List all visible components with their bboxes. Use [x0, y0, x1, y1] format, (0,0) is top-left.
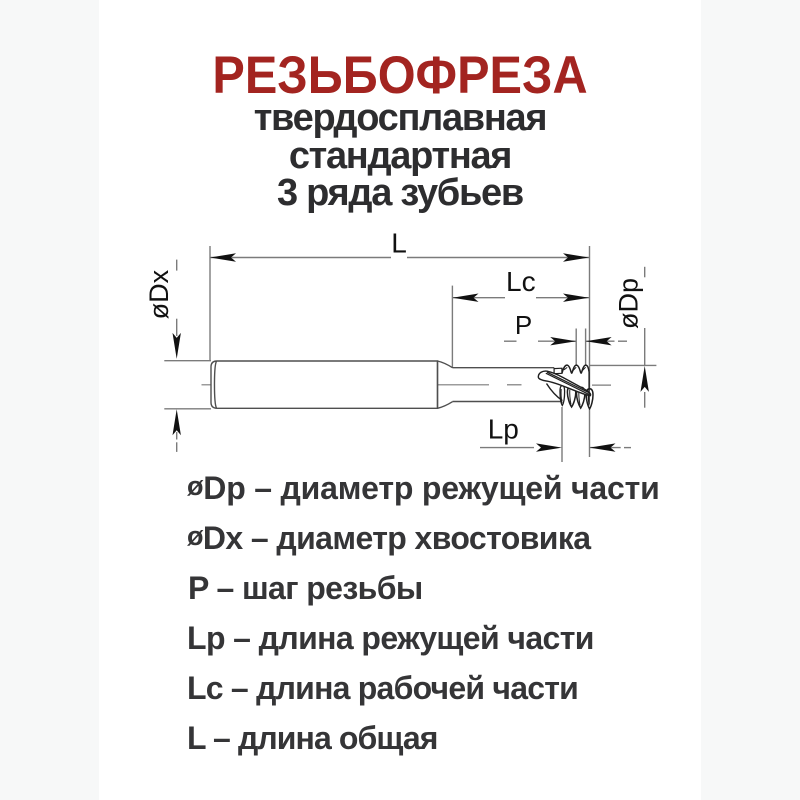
- svg-text:P: P: [515, 310, 532, 340]
- svg-text:Lp: Lp: [488, 414, 519, 445]
- svg-text:øDp: øDp: [613, 278, 643, 329]
- svg-text:Lc: Lc: [506, 266, 536, 297]
- svg-text:øDx: øDx: [144, 269, 174, 319]
- svg-text:L: L: [391, 227, 407, 258]
